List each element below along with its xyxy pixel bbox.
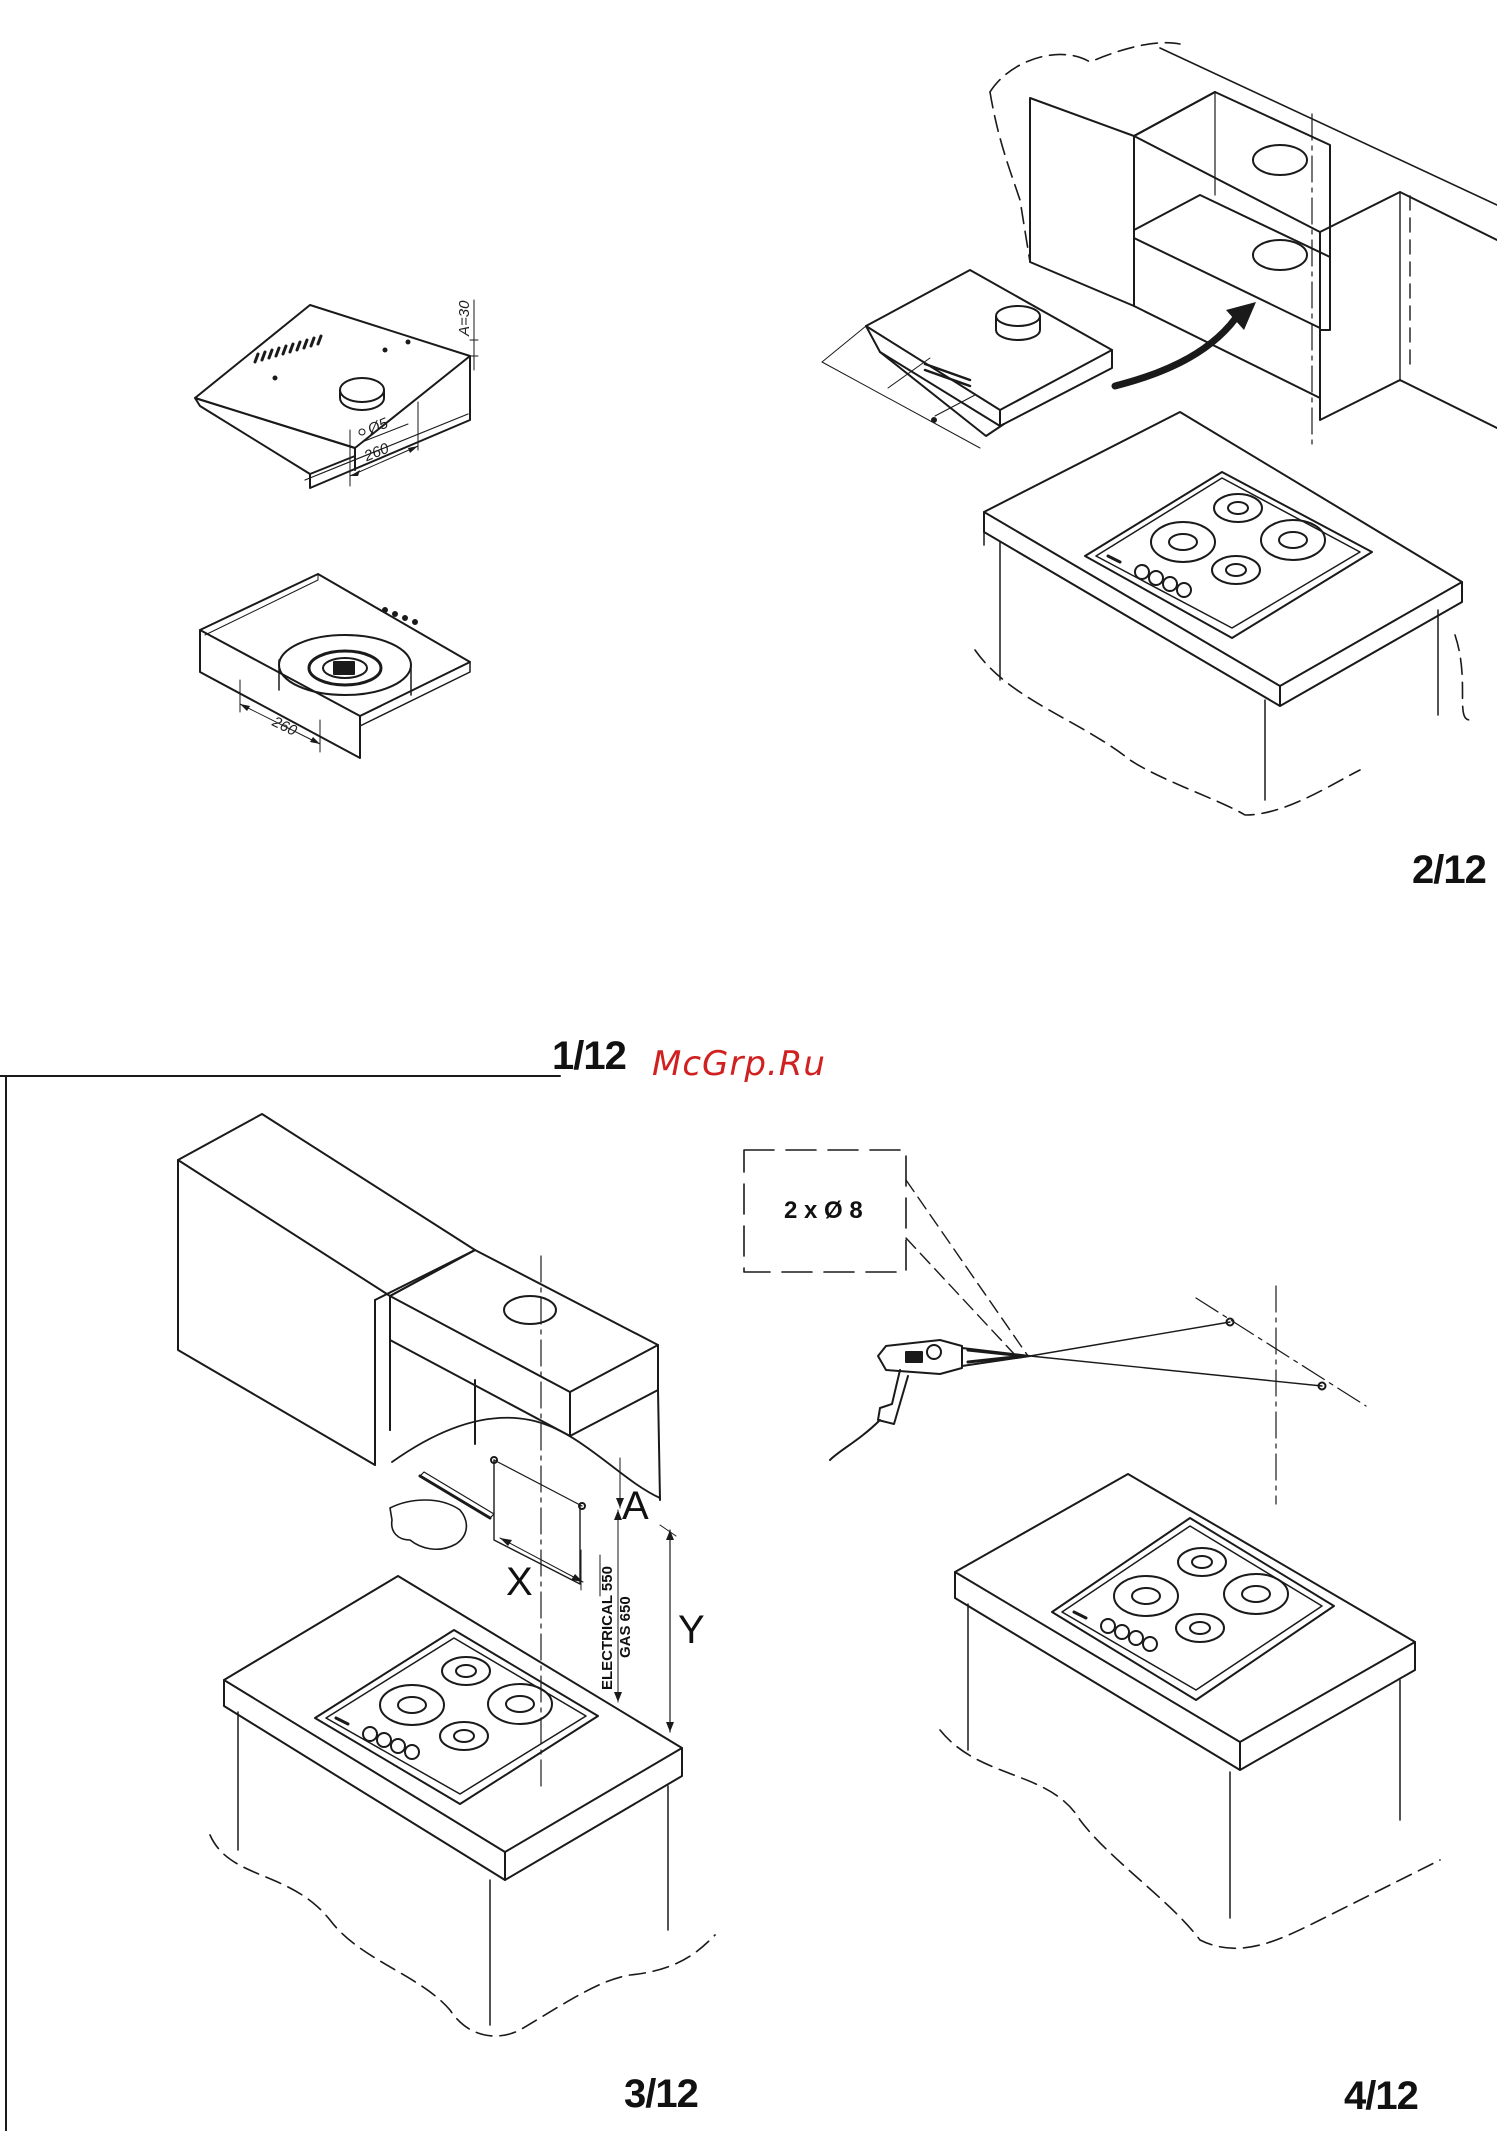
figure-number-1: 1/12 [552, 1034, 626, 1079]
figure-number-2: 2/12 [1412, 848, 1486, 893]
figure-number-4: 4/12 [1344, 2074, 1418, 2119]
fig2-scene [822, 43, 1497, 815]
figure-number-3: 3/12 [624, 2072, 698, 2117]
watermark-text: McGrp.Ru [652, 1044, 826, 1084]
drill-hole-note: 2 x Ø 8 [784, 1197, 863, 1225]
frame-lines [0, 1076, 560, 2131]
fig3-scene [178, 1114, 715, 2036]
hood-top-view [195, 300, 478, 488]
dim-height-label: A=30 [456, 301, 473, 336]
label-a: A [622, 1484, 649, 1529]
fig4-scene [744, 1150, 1440, 1948]
label-gas: GAS 650 [617, 1596, 634, 1658]
hood-bottom-view [200, 574, 470, 758]
label-electrical: ELECTRICAL 550 [599, 1566, 616, 1690]
label-x: X [506, 1560, 533, 1605]
label-y: Y [678, 1608, 705, 1653]
